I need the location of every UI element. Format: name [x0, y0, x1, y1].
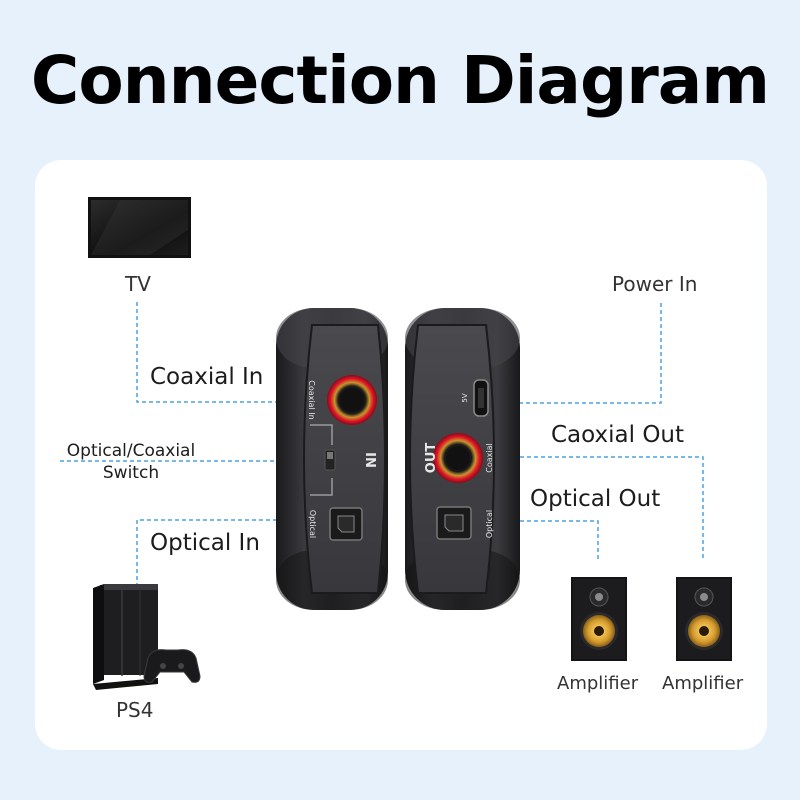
marking-coaxial-in: Coaxial In — [307, 380, 316, 419]
marking-optical-left: Optical — [308, 510, 317, 538]
label-power-in: Power In — [612, 272, 698, 296]
speaker-icon — [571, 577, 627, 661]
usb-port-icon — [473, 379, 489, 417]
label-caoxial-out: Caoxial Out — [551, 422, 685, 448]
toslink-port-icon — [329, 507, 363, 541]
label-switch-line2: Switch — [102, 463, 160, 483]
marking-optical-right: Optical — [485, 510, 494, 538]
label-switch-line1: Optical/Coaxial — [66, 441, 196, 461]
label-amplifier-left: Amplifier — [557, 673, 639, 694]
line-optical-out — [492, 520, 599, 560]
line-coaxial-out — [492, 456, 704, 560]
rca-jack-icon — [433, 433, 483, 483]
line-optical-in — [136, 519, 308, 587]
label-coaxial-in: Coaxial In — [150, 364, 264, 390]
marking-in: IN — [362, 452, 377, 468]
label-optical-out: Optical Out — [530, 486, 661, 512]
speaker-icon — [676, 577, 732, 661]
label-optical-in: Optical In — [150, 530, 260, 556]
marking-5v: 5V — [461, 393, 469, 402]
tv-icon — [88, 197, 191, 258]
line-power-in — [492, 303, 662, 404]
marking-coaxial-right: Coaxial — [485, 443, 494, 472]
label-switch: Optical/Coaxial Switch — [64, 440, 198, 484]
page-title: Connection Diagram — [30, 42, 770, 119]
ps4-console-icon — [93, 584, 158, 690]
marking-out: OUT — [424, 443, 439, 474]
controller-icon — [143, 649, 201, 683]
connector-lines — [60, 302, 704, 587]
label-ps4: PS4 — [116, 698, 154, 722]
label-amplifier-right: Amplifier — [662, 673, 744, 694]
output-module — [405, 308, 520, 610]
input-module — [276, 308, 388, 610]
rca-jack-icon — [327, 375, 377, 425]
toslink-port-icon — [436, 506, 472, 540]
label-tv: TV — [125, 272, 151, 296]
line-tv-coaxial-in — [136, 302, 308, 403]
